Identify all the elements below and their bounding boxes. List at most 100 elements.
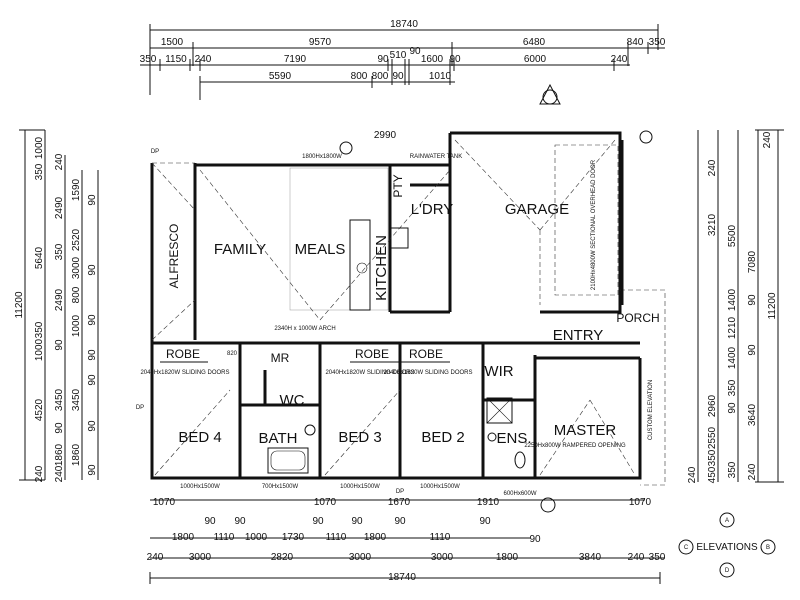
top-r2-10: 240 [611, 54, 628, 65]
bottom-r2-2: 2820 [271, 552, 294, 563]
bottom-r1-4: 1000 [245, 532, 268, 543]
room-wc: WC [280, 392, 305, 409]
left-c1-5: 4520 [34, 398, 45, 421]
left-c2-8: 240 [54, 465, 65, 482]
top-overall-dim: 18740 [390, 19, 418, 30]
legend-marker-b: B [766, 545, 770, 551]
note-window-bed4: 1000Hx1500W [180, 484, 220, 490]
top-r3-2: 800 [372, 71, 389, 82]
note-dim-2990: 2990 [374, 130, 397, 141]
building-walls [150, 131, 642, 480]
left-c3-4: 1000 [71, 314, 82, 337]
top-r3-0: 5590 [269, 71, 292, 82]
left-c2-5: 3450 [54, 388, 65, 411]
top-r3-3: 90 [392, 71, 404, 82]
bottom-overall-dim: 18740 [388, 572, 416, 583]
bottom-r2-0: 240 [147, 552, 164, 563]
left-c1-3: 350 [34, 321, 45, 338]
room-entry: ENTRY [553, 327, 604, 344]
right-c2-4: 350 [727, 379, 738, 396]
bottom-r2-3: 3000 [349, 552, 372, 563]
right-overall-dim: 11200 [767, 292, 778, 320]
left-c3-1: 2520 [71, 228, 82, 251]
left-c4-4: 90 [87, 374, 98, 386]
right-c4-3: 90 [727, 402, 738, 414]
right-c4-1: 90 [747, 294, 758, 306]
bottom-r2-4: 3000 [431, 552, 454, 563]
note-slider-top: 1800Hx1800W [302, 154, 342, 160]
room-mr: MR [271, 351, 290, 365]
top-r2-0: 350 [140, 54, 157, 65]
right-c2-3: 1400 [727, 346, 738, 369]
top-r1-4: 350 [649, 37, 666, 48]
room-ensuite: ENS. [496, 430, 531, 447]
left-c2-4: 90 [54, 339, 65, 351]
room-wir: WIR [484, 363, 513, 380]
room-family: FAMILY [214, 241, 266, 258]
bottom-r1-1: 90 [204, 516, 216, 527]
top-r2-9: 6000 [524, 54, 547, 65]
room-garage: GARAGE [505, 201, 569, 218]
left-c1-1: 350 [34, 163, 45, 180]
right-c4-2: 90 [747, 344, 758, 356]
note-dp-bottom: DP [396, 489, 404, 495]
note-dim-820: 820 [227, 351, 238, 357]
top-r2-2: 240 [195, 54, 212, 65]
left-c4-0: 90 [87, 194, 98, 206]
bottom-r2-7: 3840 [579, 552, 602, 563]
right-c1-0: 240 [707, 159, 718, 176]
top-r1-1: 9570 [309, 37, 332, 48]
bottom-r1-0: 1800 [172, 532, 195, 543]
left-c1-2: 5640 [34, 246, 45, 269]
right-c2-1: 1400 [727, 288, 738, 311]
left-c4-1: 90 [87, 264, 98, 276]
room-master: MASTER [554, 422, 617, 439]
room-bed4: BED 4 [178, 429, 221, 446]
legend-title: ELEVATIONS [696, 542, 758, 553]
left-c1-6: 240 [34, 465, 45, 482]
right-c1-3: 2550 [707, 426, 718, 449]
left-c2-3: 2490 [54, 288, 65, 311]
bottom-r1-9: 1800 [364, 532, 387, 543]
bottom-r2-8: 240 [628, 552, 645, 563]
top-r2-4: 90 [377, 54, 389, 65]
bottom-r1-11: 1110 [430, 532, 451, 543]
left-c3-3: 800 [71, 286, 82, 303]
bottom-r3-3: 1910 [477, 497, 500, 508]
left-dimensions: 11200 1000 350 5640 350 1000 4520 240 24… [14, 129, 99, 482]
right-c4-0: 240 [762, 131, 773, 148]
top-r2-8: 90 [449, 54, 461, 65]
top-r2-7: 1600 [421, 54, 444, 65]
left-c3-2: 3000 [71, 256, 82, 279]
left-c2-6: 90 [54, 422, 65, 434]
note-garage-door: 2100Hx4800W SECTIONAL OVERHEAD DOOR [591, 159, 597, 290]
bottom-r2-9: 350 [649, 552, 666, 563]
robe-bed4: ROBE [166, 347, 200, 361]
room-kitchen: KITCHEN [373, 235, 390, 301]
room-alfresco: ALFRESCO [167, 224, 181, 289]
room-porch: PORCH [616, 311, 659, 325]
left-c4-5: 90 [87, 420, 98, 432]
right-c3-1: 3640 [747, 403, 758, 426]
room-bed3: BED 3 [338, 429, 381, 446]
bottom-r2-1: 3000 [189, 552, 212, 563]
tiled-floor-meals [289, 167, 389, 311]
top-r1-0: 1500 [161, 37, 184, 48]
roof-lines [151, 139, 666, 486]
right-c4-4: 240 [747, 463, 758, 480]
elevation-marker-left [339, 141, 353, 155]
note-window-ens: 600Hx600W [503, 491, 536, 497]
room-laundry: L'DRY [411, 201, 454, 218]
bottom-r1-6: 90 [312, 516, 324, 527]
left-c2-7: 1860 [54, 443, 65, 466]
right-c3-0: 7080 [747, 250, 758, 273]
bottom-r1-7: 1110 [326, 532, 347, 543]
right-dimensions: 11200 240 3210 2960 2550 350 450 5500 14… [687, 129, 784, 483]
top-r2-5: 510 [390, 50, 407, 61]
top-r1-2: 6480 [523, 37, 546, 48]
bottom-r2-6: 90 [529, 534, 541, 545]
right-c2-2: 1210 [727, 316, 738, 339]
note-dp-tl: DP [151, 149, 159, 155]
left-overall-dim: 11200 [14, 291, 25, 319]
